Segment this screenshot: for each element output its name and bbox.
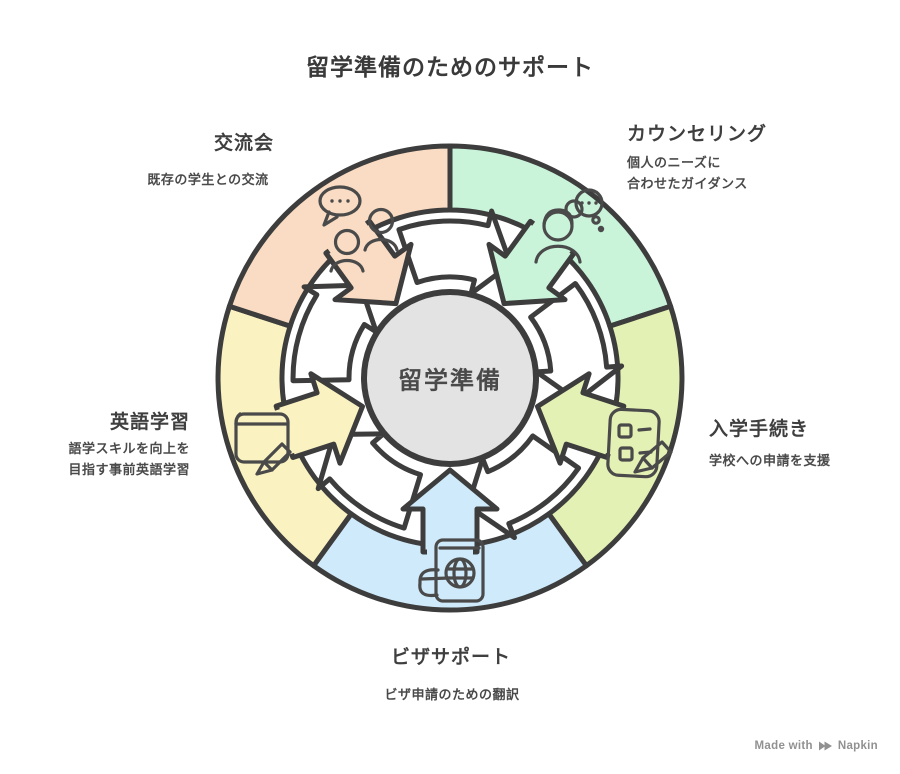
passport-hand-icon (418, 538, 485, 603)
section-subtitle-visa: ビザ申請のための翻訳 (384, 687, 520, 702)
section-subtitle-exchange: 既存の学生との交流 (147, 172, 269, 187)
section-subtitle-english: 語学スキルを向上を 目指す事前英語学習 (68, 441, 190, 477)
person-thought-icon (534, 188, 605, 264)
watermark: Made with Napkin (755, 740, 878, 752)
napkin-logo-icon (818, 741, 832, 751)
section-title-enrollment: 入学手続き (709, 419, 810, 440)
section-title-counseling: カウンセリング (627, 124, 768, 145)
center-label: 留学準備 (398, 367, 502, 395)
section-subtitle-enrollment: 学校への申請を支援 (709, 453, 831, 468)
center-circle (361, 289, 539, 467)
section-title-english: 英語学習 (109, 412, 190, 433)
connector (597, 406, 628, 456)
page-title: 留学準備のためのサポート (306, 54, 594, 80)
watermark-prefix: Made with (754, 740, 813, 752)
section-subtitle-counseling: 個人のニーズに 合わせたガイダンス (627, 155, 748, 191)
book-pencil-icon (234, 412, 292, 476)
people-chat-icon (318, 185, 399, 273)
checklist-pencil-icon (606, 407, 673, 479)
watermark-brand: Napkin (837, 740, 878, 752)
section-title-visa: ビザサポート (390, 647, 512, 668)
sector-exchange (226, 143, 453, 329)
section-title-exchange: 交流会 (213, 133, 275, 154)
